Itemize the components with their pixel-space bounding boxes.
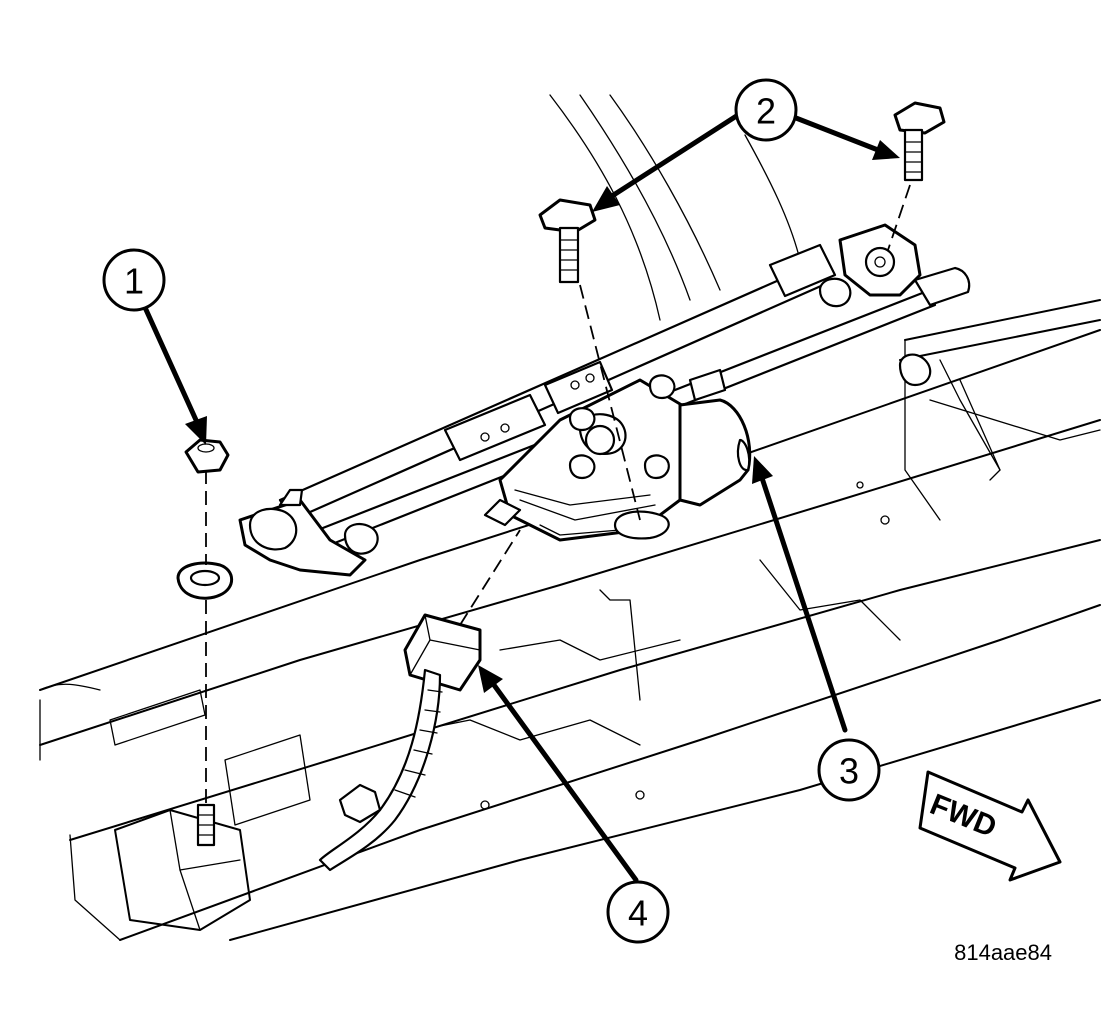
center-bolt bbox=[538, 198, 641, 521]
right-bolt bbox=[887, 101, 946, 251]
callout-2-number: 2 bbox=[756, 91, 776, 132]
callout-3-number: 3 bbox=[839, 751, 859, 792]
callout-2: 2 bbox=[734, 78, 798, 142]
forward-direction-arrow: FWD bbox=[918, 770, 1062, 882]
callout-1-number: 1 bbox=[124, 261, 144, 302]
electrical-connector bbox=[318, 529, 521, 872]
callout-4: 4 bbox=[606, 880, 670, 944]
left-nut-and-grommet bbox=[176, 438, 234, 847]
cowl-body-structure bbox=[39, 94, 1101, 941]
callout-3: 3 bbox=[817, 738, 881, 802]
figure-id: 814aae84 bbox=[954, 940, 1052, 965]
callout-4-number: 4 bbox=[628, 893, 648, 934]
wiper-motor bbox=[483, 368, 752, 542]
leader-arrows bbox=[140, 112, 900, 883]
callout-1: 1 bbox=[102, 248, 166, 312]
